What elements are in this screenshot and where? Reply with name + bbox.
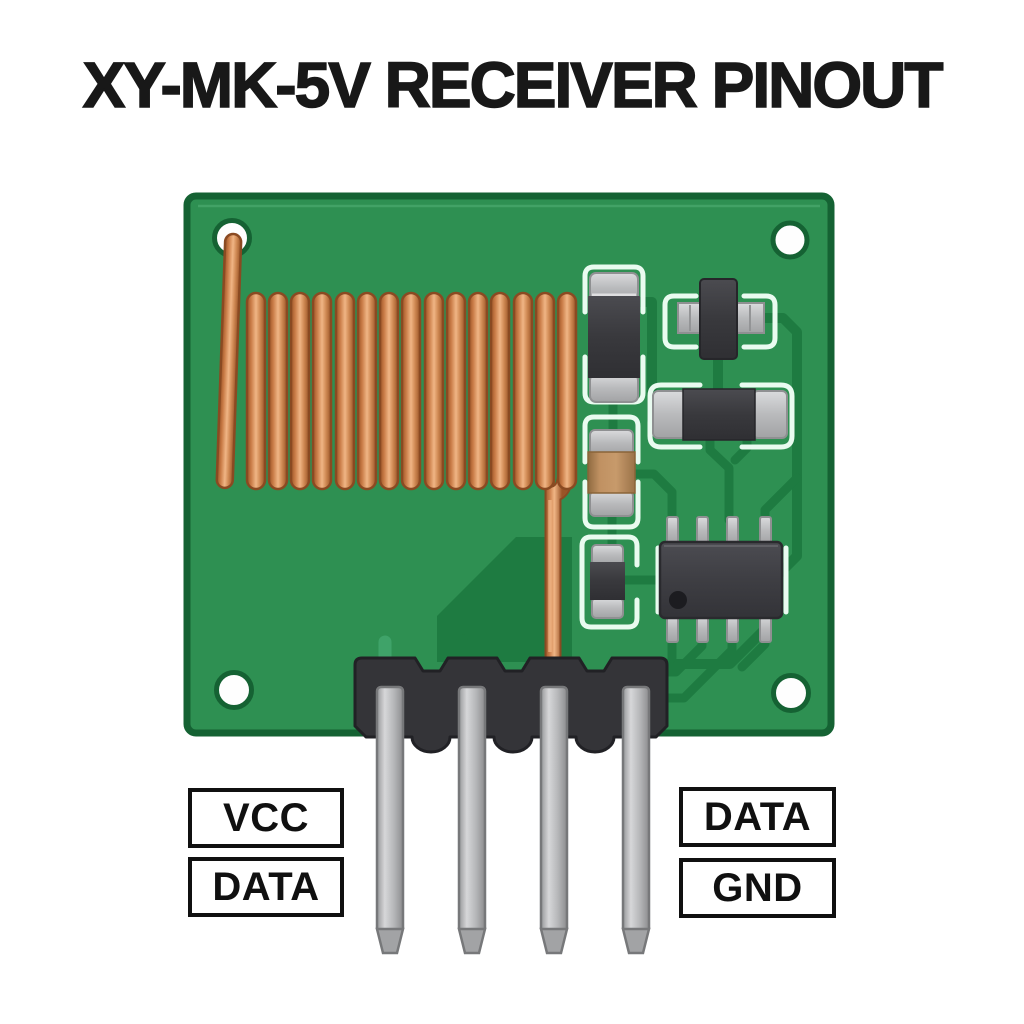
header-pin: [621, 685, 651, 955]
mounting-hole: [771, 673, 811, 713]
smd-resistor: [588, 272, 640, 403]
smd-transistor: [677, 278, 765, 360]
smd-components: [587, 272, 788, 643]
smd-component-small: [590, 544, 625, 619]
pin-label-data-left: DATA: [188, 857, 344, 917]
mounting-hole: [214, 670, 254, 710]
mounting-holes: [212, 218, 811, 713]
ic-pin1-dot: [669, 591, 687, 609]
mounting-hole: [770, 220, 810, 260]
smd-capacitor: [587, 429, 636, 517]
coil-antenna: [215, 232, 578, 670]
diagram-title: XY-MK-5V RECEIVER PINOUT: [82, 48, 944, 122]
header-pins: [375, 685, 651, 955]
ic-chip-8pin: [658, 516, 784, 643]
pin-label-data-right: DATA: [679, 787, 836, 847]
pin-label-vcc: VCC: [188, 788, 344, 848]
pin-label-gnd: GND: [679, 858, 836, 918]
header-pin: [375, 685, 405, 955]
header-pin: [539, 685, 569, 955]
pin-header: [353, 656, 669, 754]
header-pin: [457, 685, 487, 955]
coil-turns: [245, 291, 578, 491]
smd-diode: [652, 388, 788, 441]
